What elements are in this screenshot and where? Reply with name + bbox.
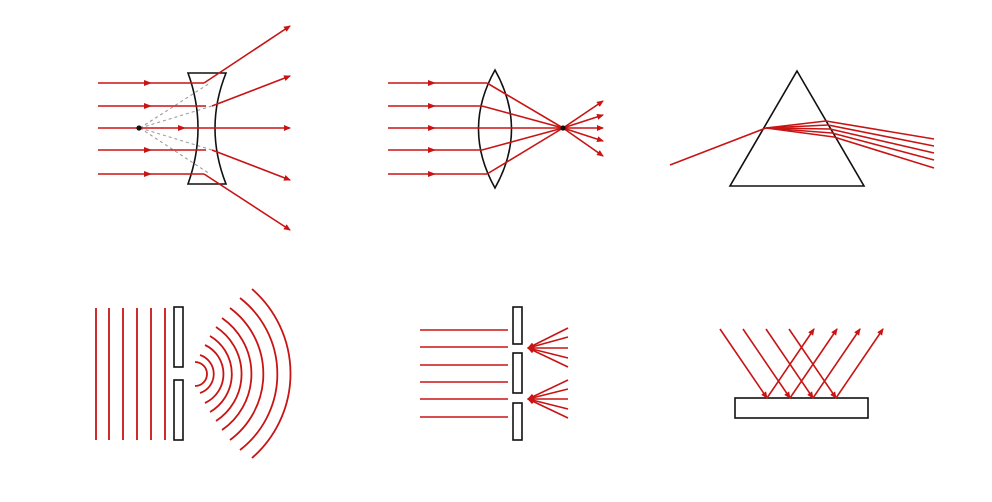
concave-lens-panel (98, 25, 291, 231)
circular-wavefronts (194, 288, 292, 459)
single-slit-diffraction-panel (95, 288, 292, 459)
virtual-ray-extensions (139, 82, 213, 175)
parallel-rays (420, 329, 508, 418)
double-slit-panel (420, 306, 569, 441)
concave-lens (186, 72, 228, 185)
reflection-panel (719, 328, 884, 419)
dispersed-rays (765, 120, 935, 169)
incident-ray (669, 127, 767, 166)
incoming-rays (98, 80, 208, 177)
diffracted-ray-fans (527, 327, 569, 419)
diverging-rays (203, 25, 291, 231)
double-slit-barrier (512, 306, 523, 441)
reflecting-surface (734, 397, 869, 419)
prism-dispersion-panel (669, 69, 935, 187)
converging-rays (480, 82, 604, 175)
convex-lens-panel (388, 68, 604, 190)
focal-point (136, 125, 142, 131)
incident-rays (719, 328, 837, 399)
plane-wavefronts (95, 308, 166, 440)
reflected-rays (766, 328, 884, 399)
focal-point (560, 125, 566, 131)
incoming-rays (388, 80, 487, 177)
single-slit-barrier (173, 306, 184, 441)
